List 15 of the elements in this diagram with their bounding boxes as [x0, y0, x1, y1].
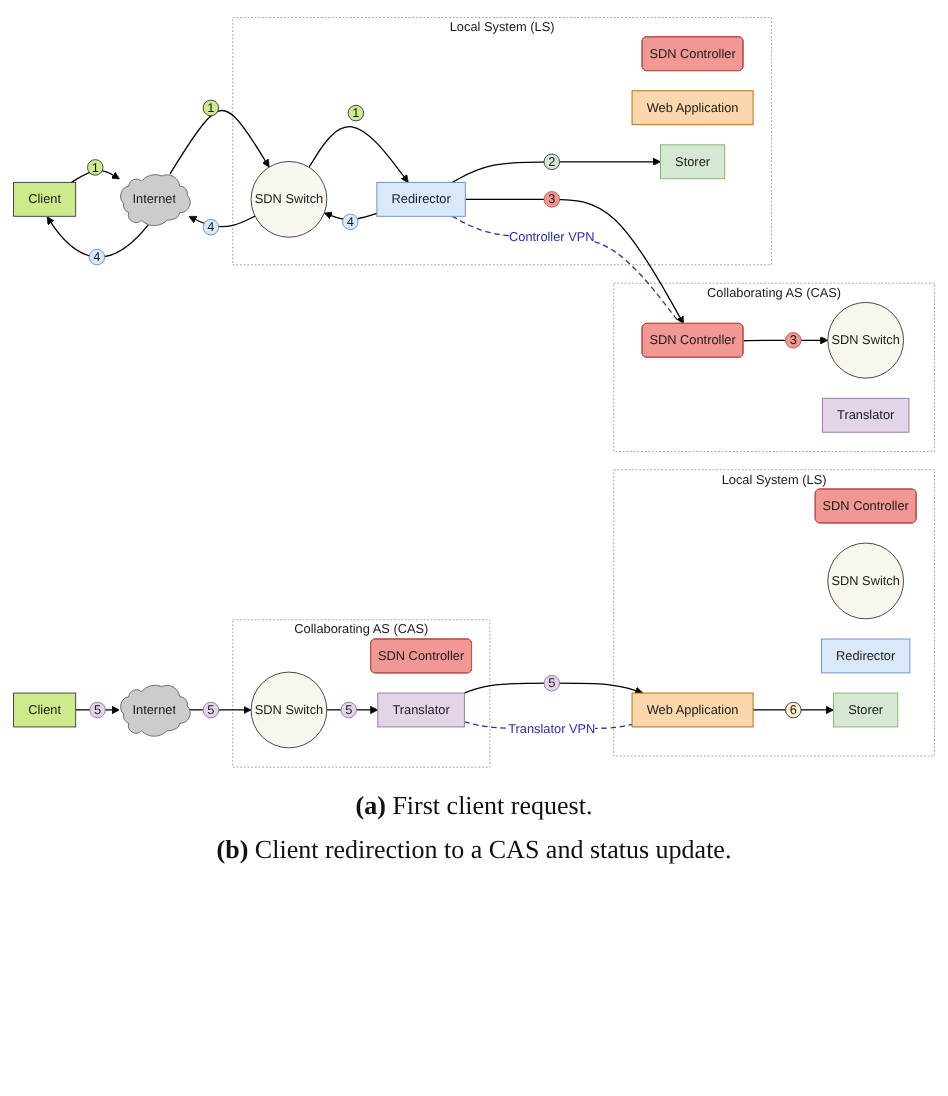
arrow [752, 705, 834, 714]
arrow [742, 336, 829, 345]
arrow [188, 215, 256, 228]
figure-caption: (a) First client request. [355, 790, 593, 823]
arrow [323, 211, 378, 221]
arrow [463, 682, 644, 695]
arrow [188, 705, 252, 714]
connector [451, 215, 681, 325]
figure-caption: (b) Client redirection to a CAS and status update. [216, 834, 732, 867]
arrow [169, 109, 270, 175]
arrow [308, 126, 409, 183]
arrow [70, 169, 120, 184]
arrow [451, 157, 661, 184]
arrow [464, 198, 684, 325]
arrow [46, 216, 149, 258]
